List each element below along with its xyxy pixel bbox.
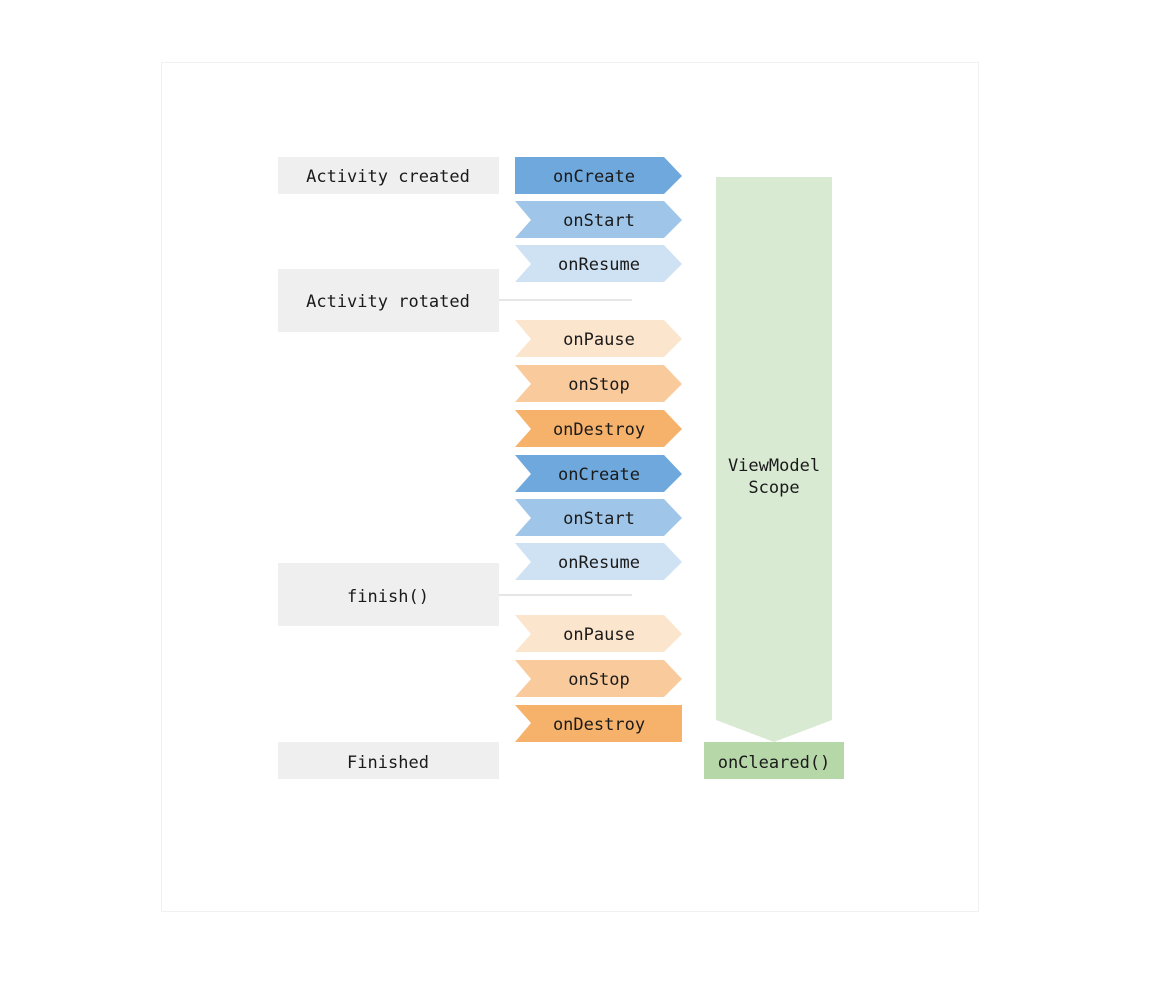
event-label: finish() xyxy=(347,587,429,607)
scope-label-line2: Scope xyxy=(748,478,799,498)
scope-label-line1: ViewModel xyxy=(728,456,820,476)
callback-label: onResume xyxy=(558,553,640,573)
callback-onstart: onStart xyxy=(515,499,682,536)
callback-label: onCreate xyxy=(553,167,635,187)
event-label: Finished xyxy=(347,753,429,773)
callback-onresume: onResume xyxy=(515,543,682,580)
callback-onpause: onPause xyxy=(515,320,682,357)
callback-label: onCreate xyxy=(558,465,640,485)
callback-label: onDestroy xyxy=(553,420,645,440)
callback-onresume: onResume xyxy=(515,245,682,282)
callback-label: onDestroy xyxy=(553,715,645,735)
callback-label: onPause xyxy=(563,330,635,350)
oncleared-box: onCleared() xyxy=(704,742,844,779)
callback-label: onPause xyxy=(563,625,635,645)
callback-label: onStop xyxy=(568,670,629,690)
callback-ondestroy: onDestroy xyxy=(515,410,682,447)
event-finished: Finished xyxy=(278,742,499,779)
callback-label: onStop xyxy=(568,375,629,395)
callback-oncreate: onCreate xyxy=(515,157,682,194)
callback-oncreate: onCreate xyxy=(515,455,682,492)
callback-label: onStart xyxy=(563,509,635,529)
callback-ondestroy: onDestroy xyxy=(515,705,682,742)
viewmodel-scope-arrow: ViewModel Scope xyxy=(716,177,832,742)
callback-label: onResume xyxy=(558,255,640,275)
callback-onstop: onStop xyxy=(515,660,682,697)
callback-onstart: onStart xyxy=(515,201,682,238)
event-activity-rotated: Activity rotated xyxy=(278,269,499,332)
event-finish: finish() xyxy=(278,563,499,626)
callback-label: onStart xyxy=(563,211,635,231)
oncleared-label: onCleared() xyxy=(718,753,831,773)
callback-onpause: onPause xyxy=(515,615,682,652)
callback-onstop: onStop xyxy=(515,365,682,402)
event-activity-created: Activity created xyxy=(278,157,499,194)
event-label: Activity created xyxy=(306,167,470,187)
event-label: Activity rotated xyxy=(306,292,470,312)
